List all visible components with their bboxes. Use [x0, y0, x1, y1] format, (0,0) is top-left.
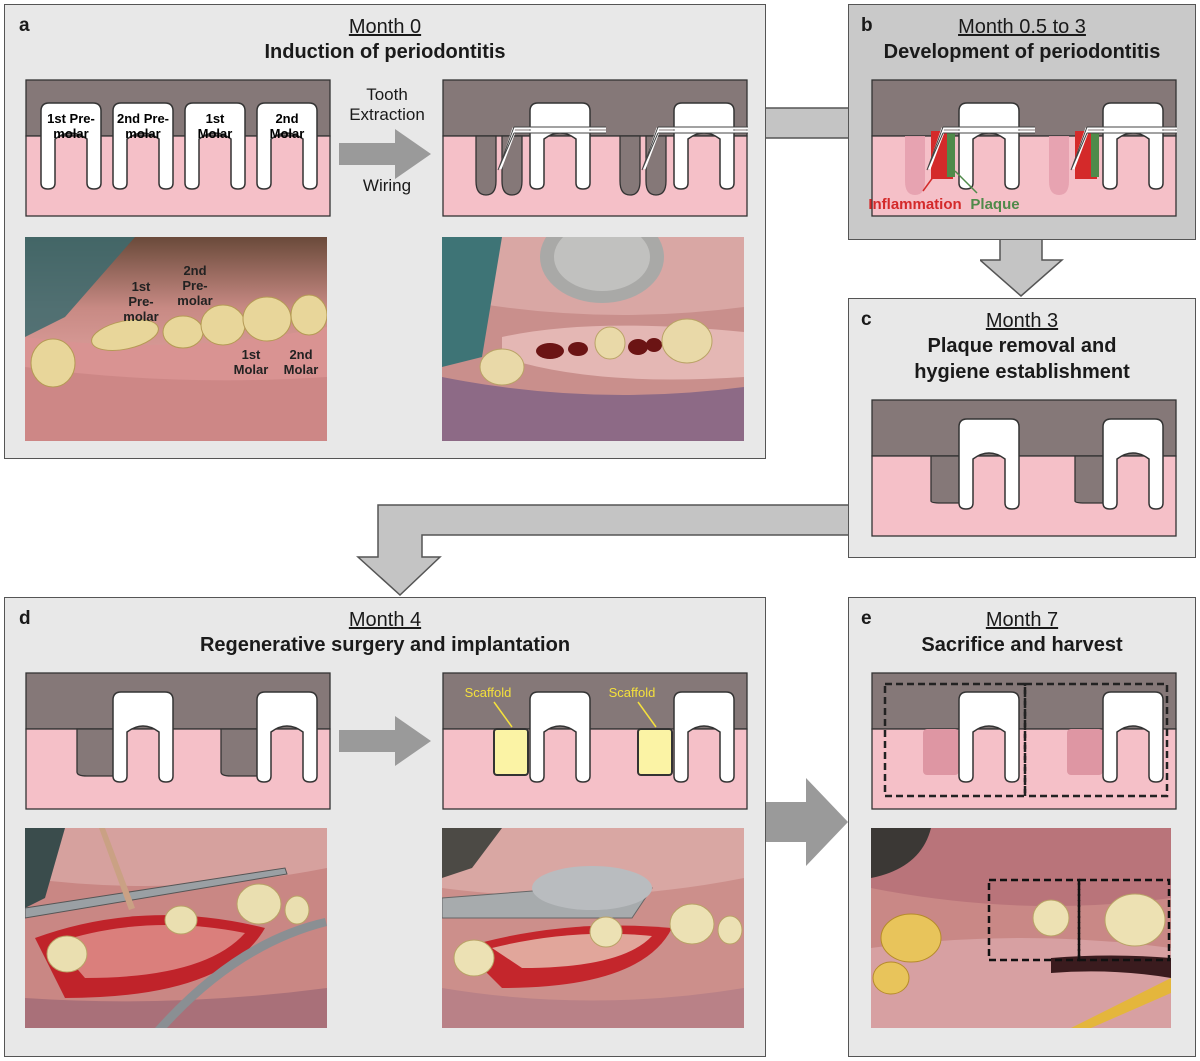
panel-title: Month 7 Sacrifice and harvest	[849, 608, 1195, 658]
step-arrow-icon	[339, 129, 431, 179]
tooth-label-1: 1st Pre-molar	[47, 111, 95, 141]
tooth-4	[256, 102, 318, 190]
plaque-label: Plaque	[970, 196, 1019, 213]
tooth-3	[184, 102, 246, 190]
panel-d: d Month 4 Regenerative surgery and impla…	[4, 597, 766, 1057]
panel-b: b Month 0.5 to 3 Development of periodon…	[848, 4, 1196, 240]
tooth-2	[673, 102, 735, 190]
photo-regenerative-surgery	[25, 828, 327, 1028]
tooth-2	[1102, 691, 1164, 783]
tooth-2	[1102, 102, 1164, 190]
diagram-harvest	[871, 672, 1177, 810]
diagram-extracted-wired	[442, 79, 748, 217]
tooth-label-2: 2nd Pre-molar	[117, 111, 169, 141]
tooth-1	[958, 691, 1020, 783]
panel-letter: a	[19, 15, 30, 36]
arrow-d-to-e	[762, 778, 848, 866]
inflammation-label: Inflammation	[868, 196, 961, 213]
photo-extraction-wiring	[442, 237, 744, 441]
arrow-c-to-d	[356, 504, 851, 597]
tooth-1	[529, 102, 591, 190]
photo-scaffold-implantation	[442, 828, 744, 1028]
panel-heading: Induction of periodontitis	[264, 41, 506, 63]
diagram-plaque-removed	[871, 399, 1177, 537]
panel-heading-line2: hygiene establishment	[914, 361, 1130, 383]
diagram-defects	[25, 672, 331, 810]
panel-title: Month 0.5 to 3 Development of periodonti…	[849, 15, 1195, 65]
diagram-periodontitis: Inflammation Plaque	[868, 79, 1177, 217]
tooth-1	[958, 102, 1020, 190]
diagram-scaffold-implanted: Scaffold Scaffold	[442, 672, 748, 810]
panel-heading: Development of periodontitis	[883, 41, 1161, 63]
panel-letter: b	[861, 15, 873, 36]
tooth-1	[40, 102, 102, 190]
scaffold-label: Scaffold	[609, 685, 656, 700]
tooth-2	[256, 691, 318, 783]
panel-letter: e	[861, 608, 872, 629]
step-label-extraction: Tooth Extraction	[349, 85, 425, 124]
tooth-1	[958, 418, 1020, 510]
step-arrow-icon	[339, 716, 431, 766]
month-label: Month 7	[985, 609, 1059, 631]
month-label: Month 0	[348, 16, 422, 38]
arrow-a-to-b	[760, 107, 860, 139]
panel-heading-line1: Plaque removal and	[927, 335, 1117, 357]
panel-letter: d	[19, 608, 31, 629]
panel-title: Month 3 Plaque removal and hygiene estab…	[849, 309, 1195, 385]
photo-harvest	[871, 828, 1171, 1028]
panel-a: a Month 0 Induction of periodontitis 1st…	[4, 4, 766, 459]
panel-title: Month 4 Regenerative surgery and implant…	[5, 608, 765, 658]
panel-letter: c	[861, 309, 872, 330]
panel-title: Month 0 Induction of periodontitis	[5, 15, 765, 65]
month-label: Month 3	[985, 310, 1059, 332]
tooth-2	[112, 102, 174, 190]
panel-heading: Regenerative surgery and implantation	[199, 634, 571, 656]
tooth-1	[112, 691, 174, 783]
month-label: Month 4	[348, 609, 422, 631]
scaffold-label: Scaffold	[465, 685, 512, 700]
panel-heading: Sacrifice and harvest	[921, 634, 1123, 656]
tooth-1	[529, 691, 591, 783]
arrow-b-to-c	[980, 237, 1064, 297]
tooth-2	[673, 691, 735, 783]
panel-e: e Month 7 Sacrifice and harvest	[848, 597, 1196, 1057]
month-label: Month 0.5 to 3	[958, 16, 1086, 38]
panel-c: c Month 3 Plaque removal and hygiene est…	[848, 298, 1196, 558]
step-label-wiring: Wiring	[362, 176, 412, 195]
tooth-2	[1102, 418, 1164, 510]
